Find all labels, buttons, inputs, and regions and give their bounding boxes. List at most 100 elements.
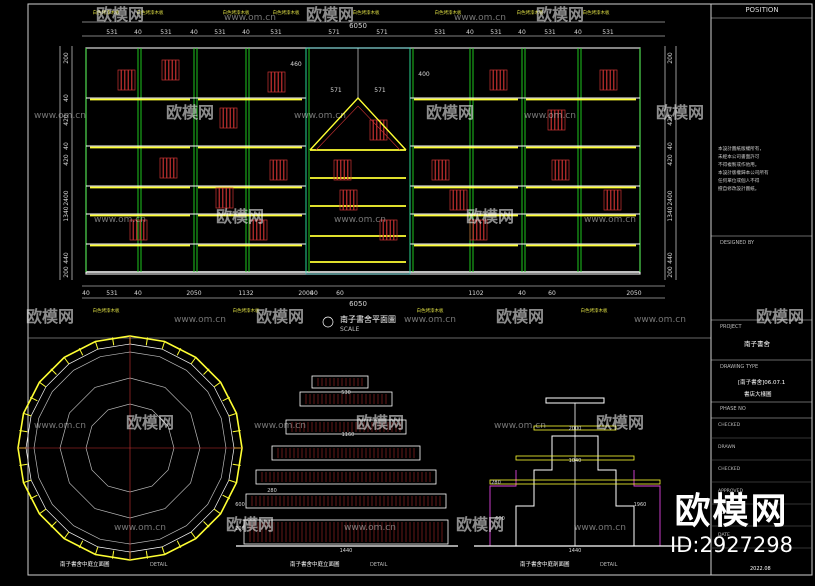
book-spine <box>469 219 474 241</box>
watermark-logo: 欧模网 <box>96 5 144 24</box>
plan-tick <box>78 347 84 356</box>
watermark-url: www.om.cn <box>334 215 386 225</box>
plan-tick <box>176 540 182 549</box>
title-block-field: CHECKED <box>718 466 741 472</box>
watermark-logo: 欧模网 <box>596 413 644 432</box>
book-spine <box>343 189 347 211</box>
material-callout: 白色烤漆木板 <box>435 9 462 16</box>
book-spine <box>159 157 164 179</box>
book-spine <box>129 219 134 241</box>
right-dimension: 440 <box>667 252 674 264</box>
book-spine <box>233 107 238 129</box>
designer-label: DESIGNED BY <box>720 240 755 246</box>
plan-tick <box>63 531 70 539</box>
right-dimension: 420 <box>667 114 674 126</box>
book-spine <box>133 219 137 241</box>
watermark-url: www.om.cn <box>94 215 146 225</box>
title-block-note: 本設計圖紙版權所有， <box>718 145 764 152</box>
elevation-a-dimension: 1160 <box>342 432 355 438</box>
book-spine <box>599 69 604 91</box>
watermark-url: www.om.cn <box>174 315 226 325</box>
book-spine <box>269 159 274 181</box>
title-block-field: SCALE <box>718 510 733 516</box>
book-spine <box>449 189 454 211</box>
plan-tick <box>222 494 231 500</box>
book-spine <box>438 159 443 181</box>
title-block-field: APPROVED <box>718 488 743 494</box>
brand-badge: 欧模网 ID:2927298 <box>670 492 793 558</box>
watermark-logo: 欧模网 <box>456 515 504 534</box>
drawing-name-2: 書店大樣圖 <box>744 390 772 398</box>
right-dimension: 2400 <box>667 190 674 205</box>
book-spine <box>249 219 254 241</box>
left-dimension: 200 <box>63 52 70 64</box>
left-dimension: 420 <box>63 154 70 166</box>
tier-outline <box>271 445 421 461</box>
bottom-dimension: 40 <box>518 290 526 297</box>
plan-tick <box>213 381 221 388</box>
book-spine <box>390 219 394 241</box>
center-dimension: 460 <box>290 61 302 68</box>
plan-tick <box>50 521 57 528</box>
book-spine <box>483 219 488 241</box>
watermark-logo: 欧模网 <box>756 307 804 326</box>
title-block-note: 擅自修改設計圖紙。 <box>718 185 759 192</box>
material-callout: 白色烤漆木板 <box>353 9 380 16</box>
watermark-logo: 欧模网 <box>256 307 304 326</box>
bottom-dimension: 40 <box>82 290 90 297</box>
book-spine <box>223 107 227 129</box>
right-dimension: 1340 <box>667 206 674 221</box>
elevation-b-dimension: 600 <box>495 516 505 522</box>
book-spine <box>226 187 230 209</box>
book-spine <box>489 69 494 91</box>
top-dimension: 531 <box>602 29 614 36</box>
watermark-url: www.om.cn <box>574 523 626 533</box>
book-spine <box>551 159 556 181</box>
shelf-board <box>533 425 617 431</box>
elevation-a-title: 南子書舍中庭立面圖 <box>290 560 340 568</box>
material-callout: 白色烤漆木板 <box>93 307 120 314</box>
bottom-dimension: 2050 <box>626 290 641 297</box>
plan-tick <box>94 546 99 555</box>
plan-tick <box>232 463 241 467</box>
plan-tick <box>190 357 197 365</box>
tier-outline <box>255 469 437 485</box>
left-dimension: 2400 <box>63 190 70 205</box>
book-spine <box>121 69 125 91</box>
plan-tick <box>222 396 231 402</box>
plan-tick <box>203 368 210 375</box>
book-spine <box>140 219 144 241</box>
book-spine <box>172 59 176 81</box>
book-spine <box>565 159 570 181</box>
left-dimension: 200 <box>63 266 70 278</box>
book-spine <box>493 69 497 91</box>
book-spine <box>442 159 446 181</box>
plan-tick <box>111 550 115 559</box>
title-block-field: DATE <box>718 532 730 538</box>
book-spine <box>283 159 288 181</box>
watermark-logo: 欧模网 <box>536 5 584 24</box>
tier-outline <box>285 419 407 435</box>
overall-width-bottom: 6050 <box>349 300 367 308</box>
book-spine <box>476 219 481 241</box>
elevation-a-dimension: 280 <box>267 488 277 494</box>
watermark-logo: 欧模网 <box>216 207 264 226</box>
plan-tick <box>190 531 197 539</box>
title-block: POSITION 本設計圖紙版權所有，未經本公司書面許可不得複製或作他用。本設計… <box>710 3 813 576</box>
book-spine <box>219 187 223 209</box>
plan-tick <box>78 540 84 549</box>
plan-tick <box>111 337 115 346</box>
book-spine <box>260 219 264 241</box>
book-spine <box>460 189 464 211</box>
plan-tick <box>39 508 47 515</box>
material-callout: 白色烤漆木板 <box>93 9 120 16</box>
plan-tick <box>203 521 210 528</box>
book-spine <box>229 187 234 209</box>
book-spine <box>379 219 384 241</box>
stepped-profile <box>515 435 635 546</box>
plan-tick <box>161 546 166 555</box>
